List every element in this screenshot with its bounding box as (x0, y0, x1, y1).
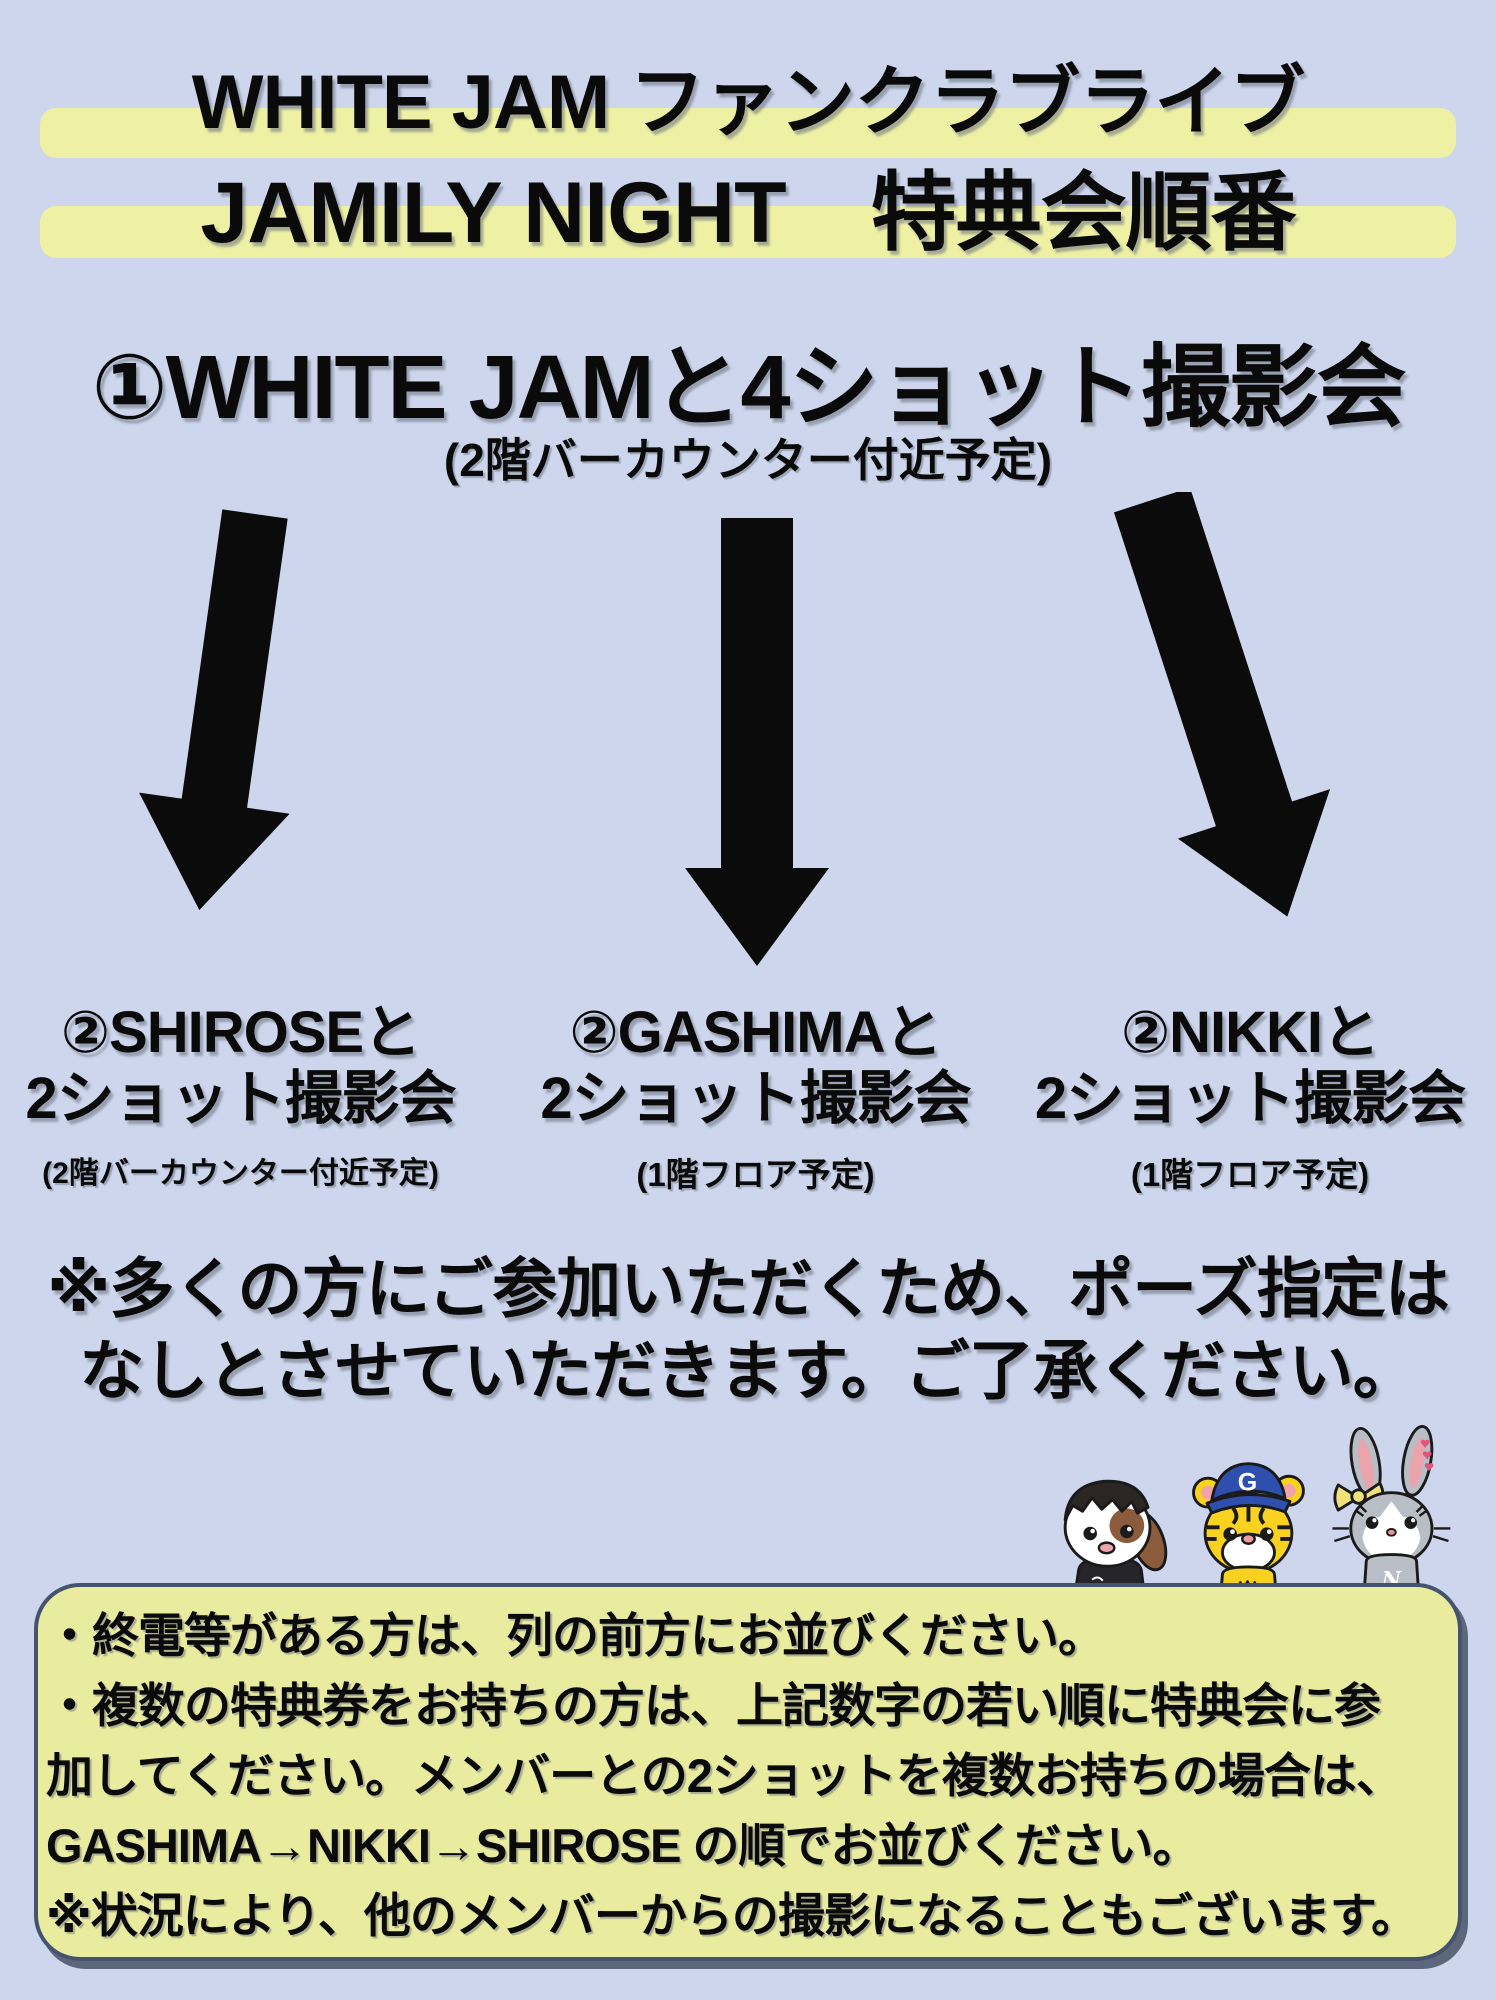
column-heading-line1: ②NIKKIと (1121, 1000, 1380, 1065)
column-heading-line2: 2ショット撮影会 (1034, 1066, 1466, 1132)
down-arrow-right-icon (1113, 492, 1331, 917)
column-heading-line2: 2ショット撮影会 (540, 1066, 971, 1132)
column-location: (1階フロア予定) (1130, 1156, 1370, 1194)
column-heading-line1: ②GASHIMAと (569, 1000, 943, 1065)
column-location: (2階バーカウンター付近予定) (42, 1157, 439, 1191)
column-heading-line1: ②SHIROSEと (60, 1000, 421, 1065)
column-heading: ②NIKKIと 2ショット撮影会 (1012, 1000, 1488, 1132)
tiger-mascot-icon: G (1192, 1462, 1305, 1597)
pose-notice-line2: なしとさせていただきます。ご了承ください。 (79, 1333, 1418, 1407)
step1-location: (2階バーカウンター付近予定) (443, 434, 1053, 486)
poster-title-line1: WHITE JAM ファンクラブライブ (191, 60, 1306, 145)
rule-line: ・複数の特典券をお持ちの方は、上記数字の若い順に特典会に参 (46, 1679, 1381, 1732)
pose-notice-line1: ※多くの方にご参加いただくため、ポーズ指定は (47, 1252, 1450, 1325)
dog-mascot-icon (1063, 1479, 1168, 1602)
member-column-nikki: ②NIKKIと 2ショット撮影会 (1階フロア予定) (1012, 1000, 1488, 1196)
rule-line: 加してください。メンバーとの2ショットを複数お持ちの場合は、 (46, 1749, 1403, 1802)
column-heading: ②GASHIMAと 2ショット撮影会 (518, 1000, 993, 1132)
member-column-shirose: ②SHIROSEと 2ショット撮影会 (2階バーカウンター付近予定) (8, 1000, 473, 1192)
flow-arrows-graphic (139, 492, 1331, 966)
rule-line: ※状況により、他のメンバーからの撮影になることもございます。 (46, 1889, 1418, 1942)
rules-box: ・終電等がある方は、列の前方にお並びください。 ・複数の特典券をお持ちの方は、上… (34, 1583, 1462, 1961)
rule-line: GASHIMA→NIKKI→SHIROSE の順でお並びください。 (46, 1819, 1200, 1872)
column-heading: ②SHIROSEと 2ショット撮影会 (8, 1000, 473, 1132)
member-column-gashima: ②GASHIMAと 2ショット撮影会 (1階フロア予定) (518, 1000, 993, 1196)
column-location: (1階フロア予定) (636, 1156, 875, 1194)
tiger-cap-letter: G (1238, 1469, 1258, 1497)
column-heading-line2: 2ショット撮影会 (25, 1066, 456, 1132)
title-highlight-bar-1 (40, 108, 1456, 158)
rabbit-mascot-icon: N (1332, 1425, 1451, 1605)
pose-notice: ※多くの方にご参加いただくため、ポーズ指定は なしとさせていただきます。ご了承く… (0, 1248, 1496, 1412)
heart-icons (1420, 1439, 1434, 1472)
title-highlight-bar-2 (40, 206, 1456, 258)
down-arrow-center-icon (685, 518, 829, 966)
step1-heading: ①WHITE JAMと4ショット撮影会 (91, 338, 1406, 438)
down-arrow-left-icon (139, 509, 290, 911)
poster-title-line2: JAMILY NIGHT 特典会順番 (200, 165, 1296, 261)
rule-line: ・終電等がある方は、列の前方にお並びください。 (46, 1609, 1105, 1662)
